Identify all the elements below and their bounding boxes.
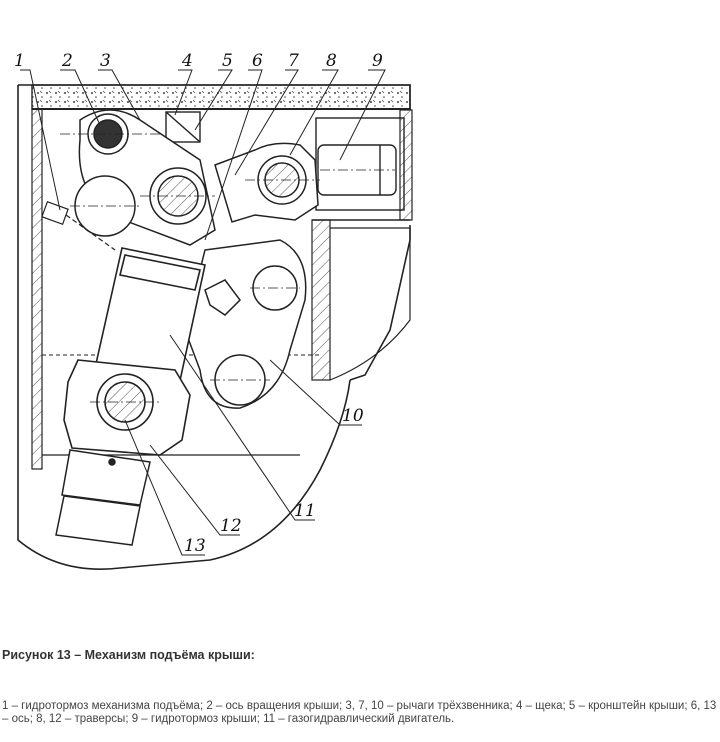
traverse-upper (214, 142, 319, 223)
callout-12: 12 (220, 516, 242, 536)
callout-4: 4 (181, 51, 193, 71)
callout-8: 8 (326, 51, 337, 71)
callout-1: 1 (14, 51, 25, 71)
lift-brake (41, 200, 116, 251)
traverse-lower (63, 359, 191, 456)
figure-caption: Рисунок 13 – Механизм подъёма крыши: (2, 648, 255, 662)
piston-rod (55, 449, 151, 546)
callout-13: 13 (184, 536, 206, 556)
callout-5: 5 (222, 51, 233, 71)
callout-11: 11 (294, 501, 316, 521)
callout-2: 2 (61, 51, 73, 71)
right-wall (311, 109, 413, 381)
lower-lever-plate (184, 239, 307, 409)
roof-brake-cylinder (315, 117, 405, 211)
figure-legend: 1 – гидротормоз механизма подъёма; 2 – о… (2, 700, 717, 725)
callout-10: 10 (342, 406, 364, 426)
roof-bracket (165, 111, 201, 143)
callout-9: 9 (372, 51, 383, 71)
roof-slab (31, 84, 411, 110)
mechanism-drawing: 1 2 3 4 5 6 7 8 9 10 11 12 13 (14, 51, 413, 570)
callout-3: 3 (100, 51, 111, 71)
leader-lines (20, 69, 386, 556)
callout-7: 7 (288, 51, 299, 71)
callout-labels: 1 2 3 4 5 6 7 8 9 10 11 12 13 (14, 51, 383, 556)
center-lines (60, 133, 395, 403)
roof-rotation-axis (74, 167, 207, 237)
callout-6: 6 (252, 51, 263, 71)
